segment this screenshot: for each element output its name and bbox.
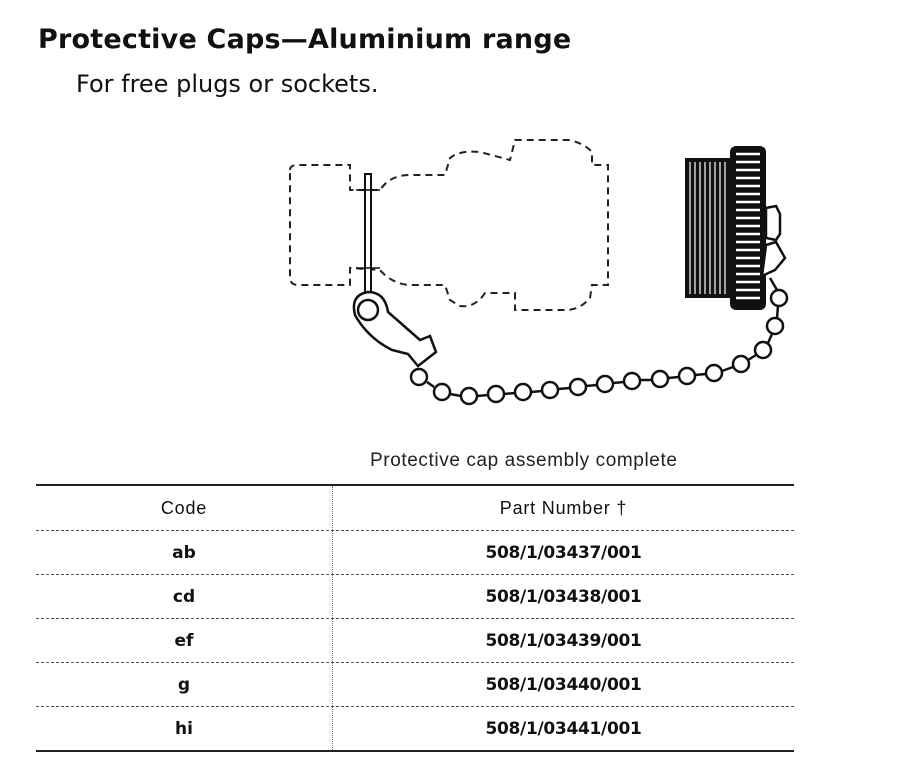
part-number-value: 508/1/03440/001	[485, 674, 642, 695]
table-row: hi 508/1/03441/001	[36, 706, 794, 750]
column-header-code: Code	[36, 486, 333, 530]
ball-chain-icon	[409, 277, 789, 406]
chain-ring-icon	[352, 290, 438, 368]
table-row: ab 508/1/03437/001	[36, 530, 794, 574]
dashed-connector-outline	[289, 139, 609, 311]
page-title: Protective Caps—Aluminium range	[38, 24, 572, 55]
part-number-value: 508/1/03437/001	[485, 542, 642, 563]
part-number-cell: 508/1/03438/001	[333, 587, 794, 607]
table-bottom-rule	[36, 750, 794, 752]
code-cell: hi	[36, 707, 333, 750]
protective-cap-illustration	[280, 130, 820, 420]
threaded-cap-icon	[685, 146, 787, 310]
pin-icon	[356, 173, 380, 305]
column-header-part-number: Part Number †	[499, 497, 628, 518]
code-cell: ab	[36, 531, 333, 574]
page-subtitle: For free plugs or sockets.	[76, 70, 379, 98]
code-cell: g	[36, 663, 333, 706]
table-header-row: Code Part Number †	[36, 486, 794, 530]
part-number-cell: 508/1/03437/001	[333, 543, 794, 563]
part-number-value: 508/1/03439/001	[485, 630, 642, 651]
part-number-value: 508/1/03441/001	[485, 718, 642, 739]
table-caption: Protective cap assembly complete	[370, 450, 678, 471]
part-number-cell: 508/1/03439/001	[333, 631, 794, 651]
part-number-cell: 508/1/03440/001	[333, 675, 794, 695]
table-row: cd 508/1/03438/001	[36, 574, 794, 618]
part-number-cell: 508/1/03441/001	[333, 719, 794, 739]
part-number-value: 508/1/03438/001	[485, 586, 642, 607]
part-number-table: Code Part Number † ab 508/1/03437/001 cd…	[36, 484, 794, 752]
table-row: ef 508/1/03439/001	[36, 618, 794, 662]
table-top-rule	[36, 484, 794, 486]
code-cell: cd	[36, 575, 333, 618]
code-cell: ef	[36, 619, 333, 662]
table-row: g 508/1/03440/001	[36, 662, 794, 706]
